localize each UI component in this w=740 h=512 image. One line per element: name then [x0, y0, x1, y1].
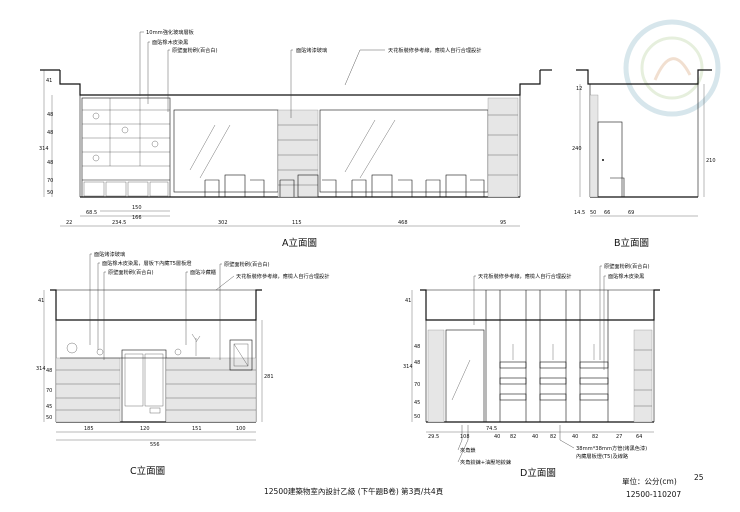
label-a-glass-shelf: 10mm強化玻璃層板	[146, 28, 195, 36]
dim-d-v-6: 50	[414, 414, 420, 420]
dim-c-h-0: 185	[84, 426, 94, 432]
label-a-lacquer-glass: 面貼烤漆玻璃	[296, 46, 327, 54]
label-a-oak-veneer: 面貼橡木皮染黑	[152, 38, 188, 46]
label-a-ceiling-ref: 天花板裝修參考線，應檢人自行合理設計	[388, 46, 481, 54]
label-d-oak-veneer: 面貼橡木皮染黑	[608, 272, 644, 280]
dim-d-h-10: 64	[636, 434, 642, 440]
dim-c-v-6: 50	[46, 415, 52, 421]
dim-a-v-5: 70	[47, 178, 53, 184]
dim-d-h-2: 74.5	[486, 426, 497, 432]
unit-note: 單位：公分(cm)	[622, 476, 677, 486]
dim-a-v-4: 48	[47, 160, 53, 166]
dim-d-h-0: 29.5	[428, 434, 439, 440]
dim-c-h-2: 151	[192, 426, 202, 432]
dim-b-v-0: 12	[576, 86, 582, 92]
dim-d-h-5: 40	[532, 434, 538, 440]
dim-c-v-5: 45	[46, 404, 52, 410]
dim-a-h-7: 468	[398, 220, 408, 226]
label-c-ceiling-ref: 天花板裝修參考線，應檢人自行合理設計	[236, 272, 329, 280]
dim-c-v-2: 281	[264, 374, 274, 380]
dim-d-h-8: 82	[592, 434, 598, 440]
dim-a-h-4: 234.5	[112, 220, 126, 226]
dim-a-h-3: 166	[132, 215, 142, 221]
label-c-wall-paint-left: 原壁面粉刷(百合白)	[108, 268, 154, 276]
dim-d-v-2: 48	[414, 344, 420, 350]
dim-c-v-1: 314	[36, 366, 46, 372]
dim-b-h-3: 69	[628, 210, 634, 216]
label-c-wall-paint-right: 原壁面粉刷(百合白)	[224, 260, 270, 268]
sheet-code: 12500-110207	[626, 490, 681, 499]
dim-a-v-6: 50	[47, 190, 53, 196]
dim-a-h-1: 68.5	[86, 210, 97, 216]
dim-a-v-0: 41	[46, 78, 52, 84]
dim-b-v-1: 240	[572, 146, 582, 152]
dim-a-h-2: 150	[132, 205, 142, 211]
sheet-title: 12500建築物室內設計乙級 (下午題B卷) 第3頁/共4頁	[264, 486, 444, 496]
dim-d-h-6: 82	[550, 434, 556, 440]
dim-a-v-3: 314	[39, 146, 49, 152]
elevation-b: 14.5 50 66 69 12 240 210 B立面圖	[572, 69, 716, 249]
callout-d-t5-light: 內藏層板燈(T5)及線路	[576, 452, 629, 460]
dim-d-h-1: 108	[460, 434, 470, 440]
dim-c-h-3: 100	[236, 426, 246, 432]
dim-a-h-0: 22	[66, 220, 72, 226]
page-number: 25	[694, 473, 704, 482]
label-c-fridge: 面貼冷藏櫃	[190, 268, 216, 276]
elevation-c: 面貼烤漆玻璃 面貼橡木皮染黑，層板下內藏T5層板燈 原壁面粉刷(百合白) 面貼冷…	[36, 250, 329, 477]
dim-c-h-1: 120	[140, 426, 150, 432]
title-elevation-c: C立面圖	[130, 465, 165, 477]
label-d-ceiling-ref: 天花板裝修參考線，應檢人自行合理設計	[478, 272, 571, 280]
dim-a-h-5: 302	[218, 220, 228, 226]
title-elevation-d: D立面圖	[520, 467, 556, 479]
title-elevation-a: A立面圖	[282, 237, 317, 249]
dim-d-v-0: 41	[405, 298, 411, 304]
dim-a-v-2: 48	[47, 130, 53, 136]
callout-d-square-tube: 38mm*38mm方管(烤黑色漆)	[576, 444, 647, 452]
dim-c-v-4: 70	[46, 388, 52, 394]
dim-b-v-2: 210	[706, 158, 716, 164]
title-elevation-b: B立面圖	[614, 237, 649, 249]
label-a-wall-paint: 原壁面粉刷(百合白)	[172, 46, 218, 54]
dim-b-h-1: 50	[590, 210, 596, 216]
dim-d-h-7: 40	[572, 434, 578, 440]
dim-d-v-1: 314	[403, 364, 413, 370]
label-d-wall-paint: 原壁面粉刷(百合白)	[604, 262, 650, 270]
dim-a-v-1: 48	[47, 112, 53, 118]
watermark-seal-icon	[623, 19, 721, 117]
elevation-a: 10mm強化玻璃層板 面貼橡木皮染黑 原壁面粉刷(百合白) 面貼烤漆玻璃 天花板…	[39, 28, 552, 249]
dim-c-h-4: 556	[150, 442, 160, 448]
dim-d-v-3: 48	[414, 360, 420, 366]
dim-c-v-3: 48	[46, 368, 52, 374]
dim-d-v-4: 70	[414, 382, 420, 388]
label-c-oak-veneer-t5: 面貼橡木皮染黑，層板下內藏T5層板燈	[102, 259, 192, 267]
dim-d-h-3: 40	[494, 434, 500, 440]
callout-d-clamp-lock: 夾角鎖	[460, 446, 476, 454]
dim-c-v-0: 41	[38, 298, 44, 304]
dim-a-h-8: 95	[500, 220, 506, 226]
sheet-footer: 12500建築物室內設計乙級 (下午題B卷) 第3頁/共4頁 25 單位：公分(…	[264, 473, 704, 499]
dim-d-v-5: 45	[414, 400, 420, 406]
dim-a-h-6: 115	[292, 220, 302, 226]
dim-b-h-0: 14.5	[574, 210, 585, 216]
dim-d-h-4: 82	[510, 434, 516, 440]
dim-b-h-2: 66	[604, 210, 610, 216]
dim-d-h-9: 27	[616, 434, 622, 440]
label-c-lacquer-glass: 面貼烤漆玻璃	[94, 250, 125, 258]
elevation-d: 天花板裝修參考線，應檢人自行合理設計 原壁面粉刷(百合白) 面貼橡木皮染黑 夾角…	[403, 262, 660, 479]
callout-d-hinge: 夾角鉸鍊+油壓地鉸鍊	[460, 458, 512, 466]
